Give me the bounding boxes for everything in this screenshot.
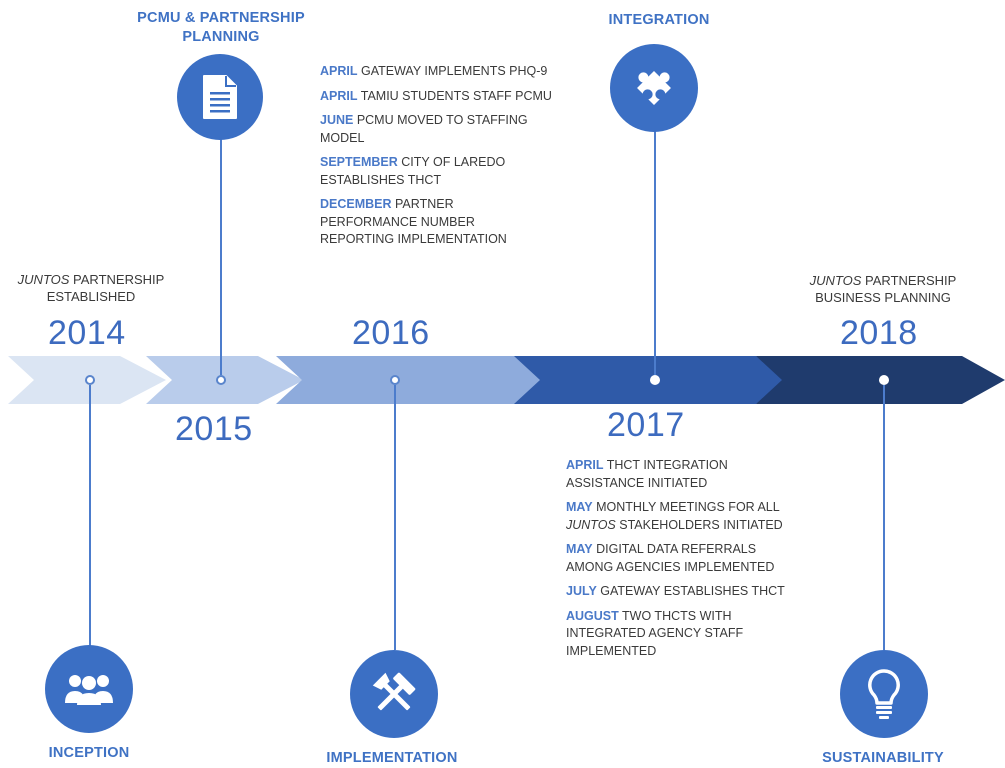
event-text: THCT INTEGRATION ASSISTANCE INITIATED: [566, 458, 728, 490]
event-2017-3: MAY DIGITAL DATA REFERRALS AMONG AGENCIE…: [566, 541, 788, 576]
event-2016-4: SEPTEMBER CITY OF LAREDO ESTABLISHES THC…: [320, 154, 552, 189]
event-month: DECEMBER: [320, 197, 392, 211]
event-text-b: STAKEHOLDERS INITIATED: [615, 517, 783, 532]
events-2016: APRIL GATEWAY IMPLEMENTS PHQ-9 APRIL TAM…: [320, 63, 552, 256]
event-text: TAMIU STUDENTS STAFF PCMU: [357, 88, 552, 103]
event-text: GATEWAY ESTABLISHES THCT: [596, 584, 785, 598]
event-month: APRIL: [320, 64, 358, 78]
event-month: AUGUST: [566, 608, 619, 623]
phase-title-sustainability: SUSTAINABILITY: [822, 750, 944, 766]
phase-title-integration: INTEGRATION: [608, 12, 710, 28]
connector-implementation: [394, 385, 396, 650]
planning-circle: [177, 54, 263, 140]
hammer-tools-icon: [372, 672, 416, 711]
event-text: GATEWAY IMPLEMENTS PHQ-9: [357, 64, 548, 78]
event-2017-2: MAY MONTHLY MEETINGS FOR ALL JUNTOS STAK…: [566, 499, 788, 534]
caption-2014: JUNTOS PARTNERSHIP ESTABLISHED: [6, 271, 176, 305]
event-month: MAY: [566, 542, 593, 556]
caption-2018-em: JUNTOS: [809, 273, 862, 288]
event-text-a: MONTHLY MEETINGS FOR ALL: [592, 500, 780, 514]
event-2016-2: APRIL TAMIU STUDENTS STAFF PCMU: [320, 88, 552, 106]
event-2017-1: APRIL THCT INTEGRATION ASSISTANCE INITIA…: [566, 457, 788, 492]
caption-2014-line2: ESTABLISHED: [46, 289, 136, 304]
phase-title-implementation: IMPLEMENTATION: [326, 750, 458, 766]
sustainability-circle: [840, 650, 928, 738]
event-month: APRIL: [320, 88, 358, 103]
phase-title-planning: PCMU & PARTNERSHIP PLANNING: [116, 9, 326, 47]
phase-title-planning-line1: PCMU & PARTNERSHIP: [137, 10, 305, 26]
event-text: TWO THCTs WITH INTEGRATED AGENCY STAFF I…: [566, 608, 744, 658]
inception-circle: [45, 645, 133, 733]
connector-sustainability: [883, 385, 885, 650]
event-2017-5: AUGUST TWO THCTs WITH INTEGRATED AGENCY …: [566, 608, 788, 661]
event-2016-3: JUNE PCMU MOVED TO STAFFING MODEL: [320, 112, 552, 147]
event-2016-1: APRIL GATEWAY IMPLEMENTS PHQ-9: [320, 63, 552, 81]
event-month: JULY: [566, 584, 597, 598]
phase-title-planning-line2: PLANNING: [182, 29, 260, 45]
timeline-dot-2017: [650, 375, 660, 385]
event-text: PARTNER PERFORMANCE NUMBER REPORTING IMP…: [320, 197, 507, 246]
event-month: JUNE: [320, 113, 354, 127]
caption-2014-em: JUNTOS: [17, 272, 70, 287]
event-month: APRIL: [566, 458, 604, 472]
people-group-icon: [65, 675, 113, 705]
event-2017-4: JULY GATEWAY ESTABLISHES THCT: [566, 583, 788, 601]
arrow-segment-2016: [276, 356, 560, 404]
document-icon: [203, 75, 237, 119]
timeline-dot-2014: [85, 375, 95, 385]
event-month: MAY: [566, 500, 593, 514]
connector-integration: [654, 125, 656, 375]
event-text-em: JUNTOS: [566, 517, 616, 532]
events-2017: APRIL THCT INTEGRATION ASSISTANCE INITIA…: [566, 457, 788, 667]
connector-inception: [89, 385, 91, 650]
phase-title-inception: INCEPTION: [48, 745, 130, 761]
timeline-dot-2018: [879, 375, 889, 385]
integration-circle: [610, 44, 698, 132]
event-text: CITY OF LAREDO ESTABLISHES THCT: [320, 155, 506, 187]
event-text: DIGITAL DATA REFERRALS AMONG AGENCIES IM…: [566, 542, 775, 574]
puzzle-piece-icon: [637, 71, 671, 105]
year-2018: 2018: [840, 314, 918, 352]
caption-2018: JUNTOS PARTNERSHIP BUSINESS PLANNING: [795, 272, 971, 306]
timeline-dot-2016: [390, 375, 400, 385]
connector-planning: [220, 125, 222, 375]
caption-2018-line2: BUSINESS PLANNING: [815, 290, 951, 305]
year-2017: 2017: [607, 406, 685, 444]
year-2016: 2016: [352, 314, 430, 352]
lightbulb-icon: [868, 669, 900, 719]
implementation-circle: [350, 650, 438, 738]
event-month: SEPTEMBER: [320, 155, 398, 169]
caption-2014-rest: PARTNERSHIP: [69, 272, 165, 287]
year-2015: 2015: [175, 410, 253, 448]
event-text: PCMU MOVED TO STAFFING MODEL: [320, 113, 528, 145]
caption-2018-rest: PARTNERSHIP: [861, 273, 957, 288]
timeline-dot-2015: [216, 375, 226, 385]
event-2016-5: DECEMBER PARTNER PERFORMANCE NUMBER REPO…: [320, 196, 552, 249]
year-2014: 2014: [48, 314, 126, 352]
